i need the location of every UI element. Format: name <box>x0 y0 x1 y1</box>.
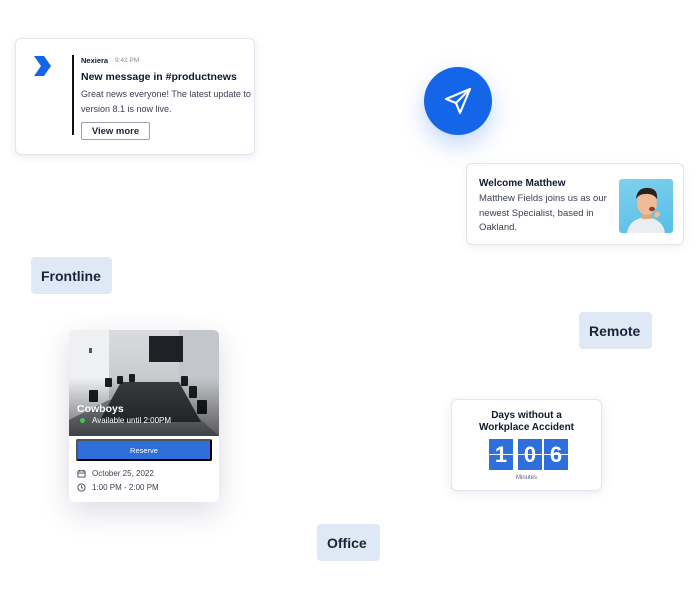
counter-digits: 1 0 6 <box>489 439 568 470</box>
counter-digit: 6 <box>544 439 568 470</box>
paper-plane-icon <box>444 87 472 115</box>
room-availability: Available until 2:00PM <box>92 416 172 425</box>
room-name: Cowboys <box>77 403 124 415</box>
counter-digit: 0 <box>518 439 542 470</box>
tag-frontline[interactable]: Frontline <box>31 257 112 294</box>
notification-headline: New message in #productnews <box>81 71 237 83</box>
booking-time: 1:00 PM - 2:00 PM <box>92 483 159 492</box>
view-more-button[interactable]: View more <box>81 122 150 140</box>
tag-remote[interactable]: Remote <box>579 312 652 349</box>
employee-avatar <box>619 179 673 233</box>
safety-counter-card: Days without a Workplace Accident 1 0 6 … <box>451 399 602 491</box>
notification-body: Great news everyone! The latest update t… <box>81 89 251 114</box>
safety-title-line-1: Days without a <box>491 410 562 421</box>
safety-title-line-2: Workplace Accident <box>478 422 575 433</box>
counter-unit: Minutes <box>515 475 537 481</box>
person-photo-icon <box>627 187 665 233</box>
booking-time-row: 1:00 PM - 2:00 PM <box>77 483 159 492</box>
booking-date: October 25, 2022 <box>92 469 154 478</box>
clock-icon <box>77 483 86 492</box>
message-time: 9:42 PM <box>115 57 140 64</box>
tag-office[interactable]: Office <box>317 524 380 561</box>
welcome-title: Welcome Matthew <box>479 178 566 189</box>
room-photo <box>69 330 219 436</box>
availability-dot <box>80 418 85 423</box>
divider-bar <box>72 55 74 135</box>
room-booking-card: Cowboys Available until 2:00PM Reserve O… <box>69 330 219 502</box>
calendar-icon <box>77 469 86 478</box>
booking-date-row: October 25, 2022 <box>77 469 154 478</box>
notification-card: Nexiera 9:42 PM New message in #productn… <box>15 38 255 155</box>
sender-name: Nexiera <box>81 56 109 65</box>
send-button[interactable] <box>424 67 492 135</box>
reserve-button[interactable]: Reserve <box>76 439 212 461</box>
conference-room-image <box>69 330 219 436</box>
safety-title: Days without a Workplace Accident <box>452 410 601 434</box>
brand-logo-icon <box>34 56 51 76</box>
counter-digit: 1 <box>489 439 513 470</box>
welcome-card: Welcome Matthew Matthew Fields joins us … <box>466 163 684 245</box>
welcome-text: Matthew Fields joins us as our newest Sp… <box>479 193 607 233</box>
